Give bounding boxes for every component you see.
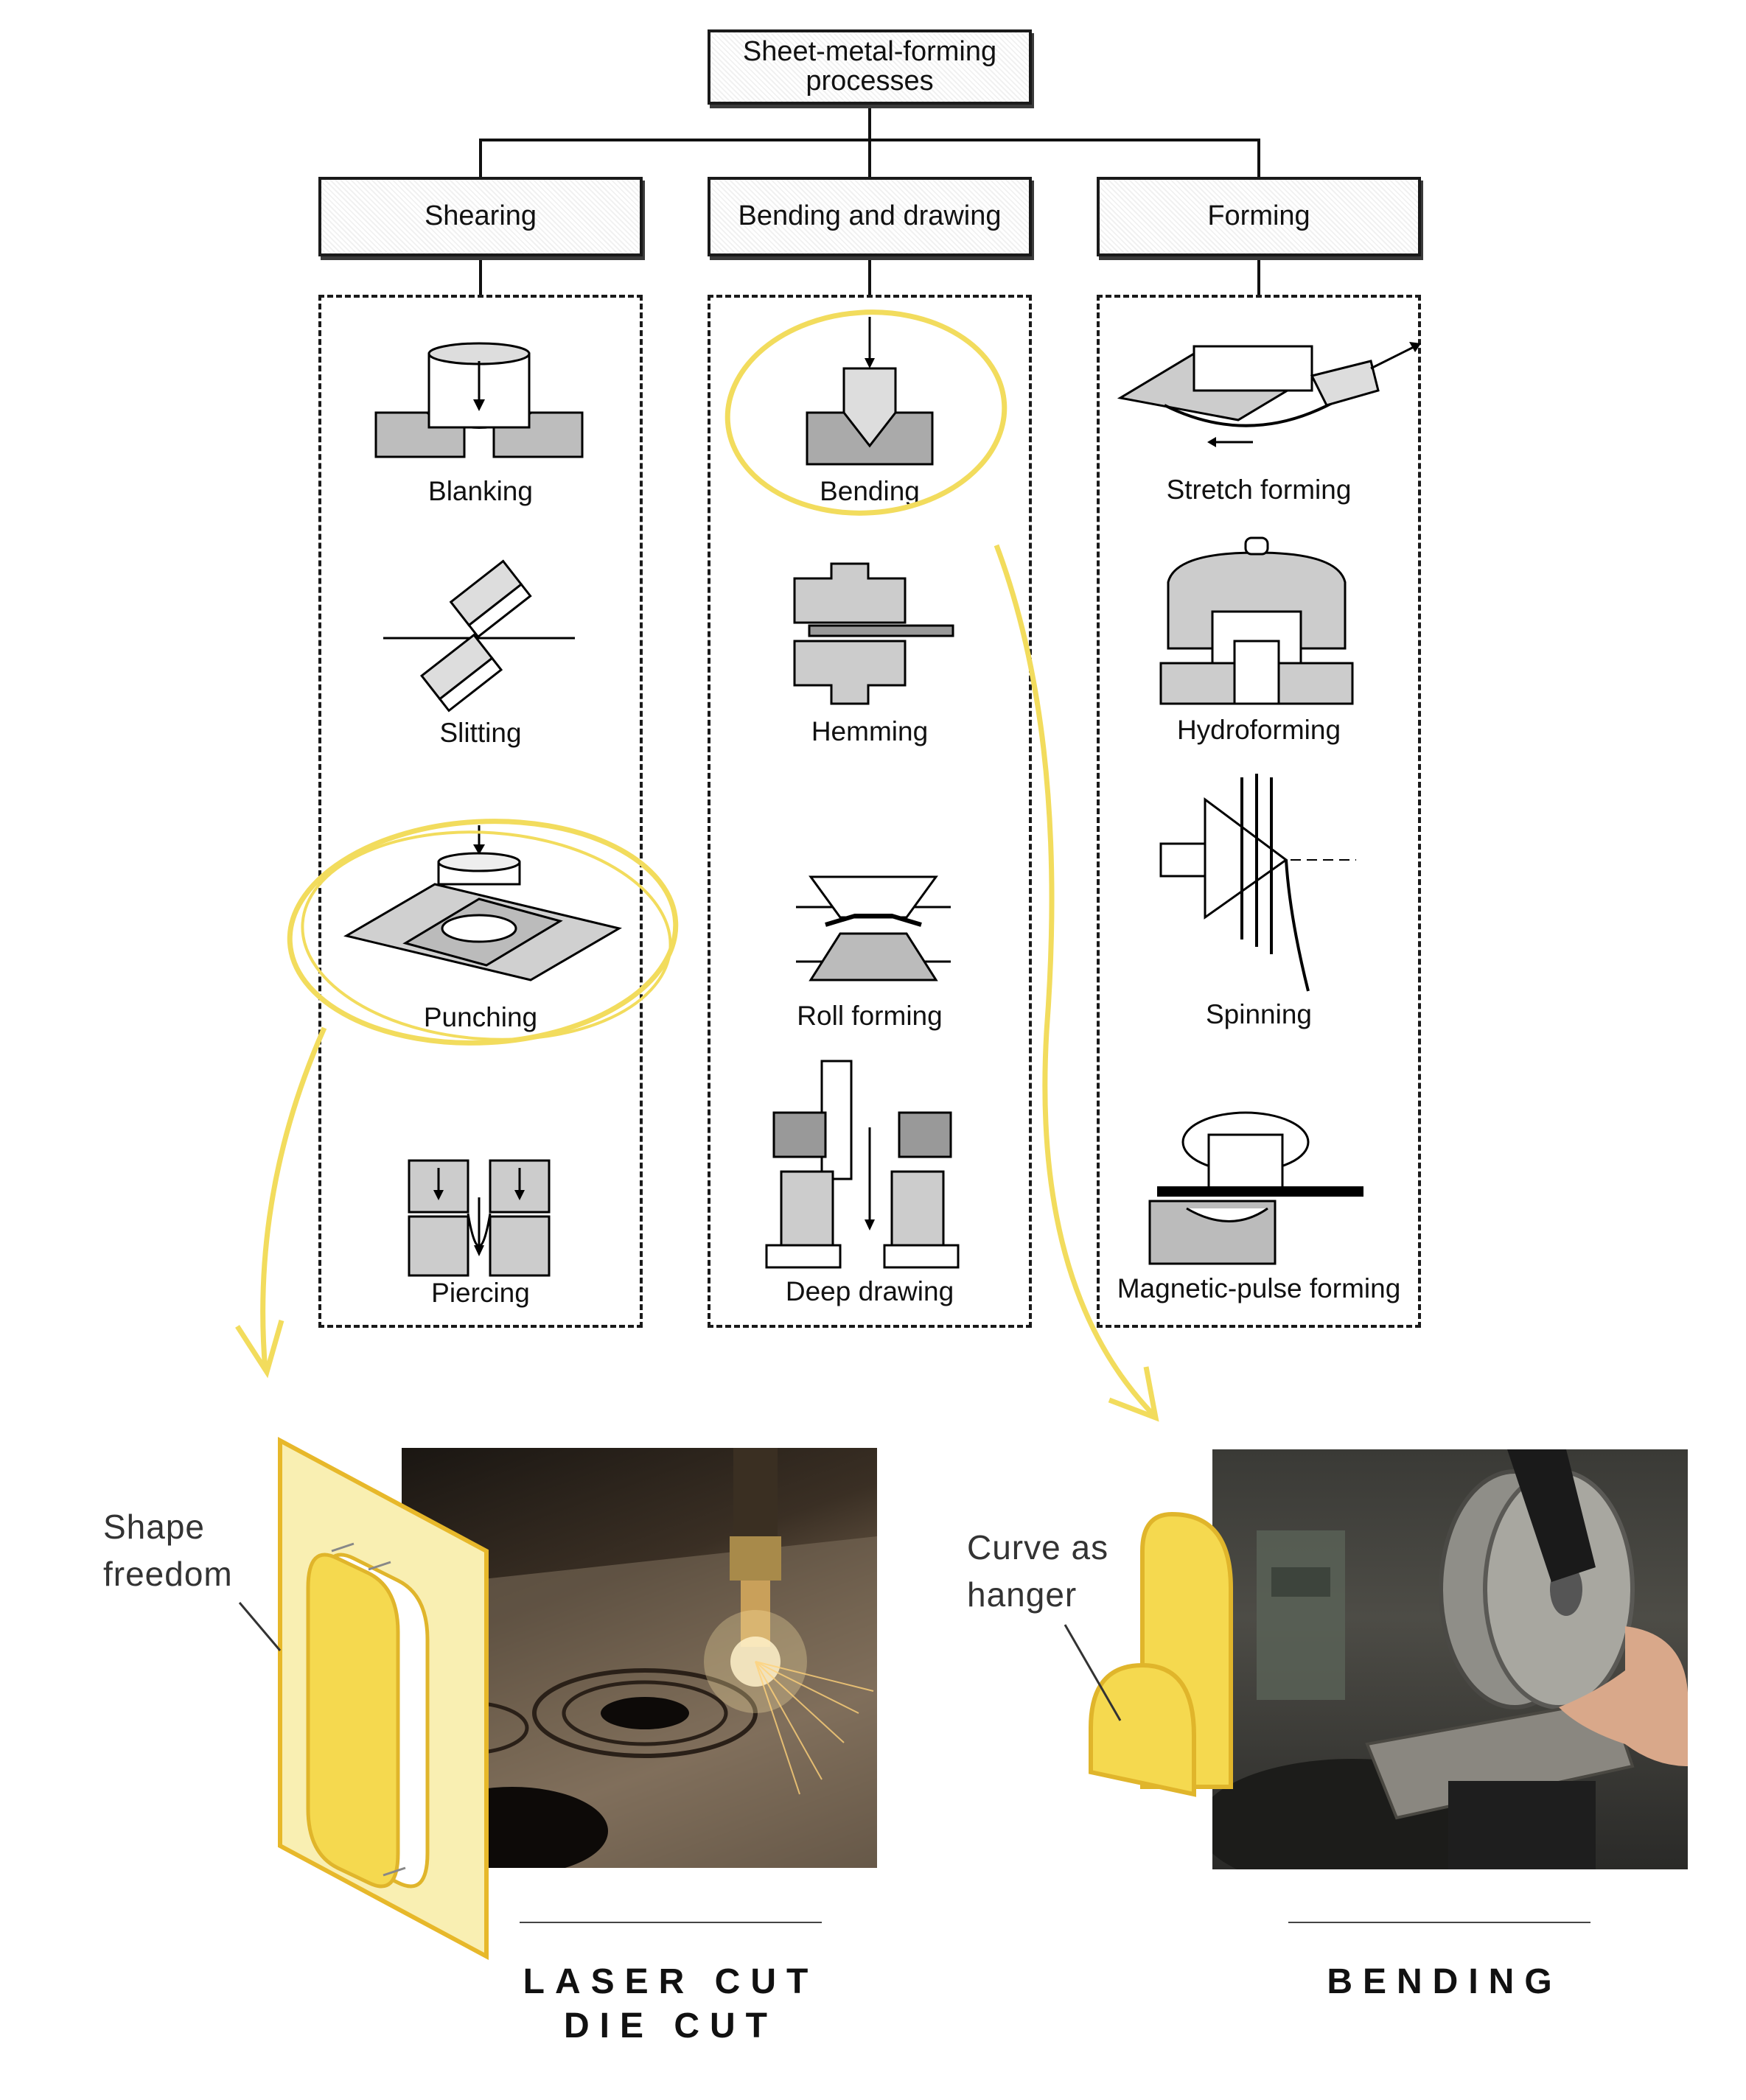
bending-photo [1212, 1449, 1688, 1869]
connector-bending-col [868, 255, 871, 296]
connector-shearing [479, 139, 482, 183]
item-label-deep-drawing: Deep drawing [785, 1276, 954, 1306]
highlight-overlay [235, 309, 1159, 1422]
deep-drawing-illustration [765, 1060, 960, 1269]
piercing-illustration [408, 1159, 551, 1277]
connector-bending [868, 139, 871, 183]
category-label-shearing: Shearing [424, 200, 537, 232]
caption-laser-cut: LASER CUT [523, 1962, 819, 2001]
punching-illustration [343, 825, 622, 981]
right-caption-rule [1288, 1922, 1590, 1923]
item-label-piercing: Piercing [431, 1278, 530, 1308]
cutout-piece [306, 1553, 400, 1889]
hemming-illustration [793, 562, 954, 705]
shearing-column [318, 295, 643, 1328]
caption-die-cut: DIE CUT [564, 2006, 778, 2045]
punching-highlight-ring [287, 819, 679, 1046]
annotation-curve-as-hanger: Curve as hanger [967, 1524, 1108, 1618]
bending-illustration [806, 317, 934, 466]
category-label-bending: Bending and drawing [738, 200, 1002, 232]
connector-shearing-col [479, 255, 482, 296]
annotation-leader-left [238, 1602, 282, 1651]
item-label-hydroforming: Hydroforming [1176, 715, 1341, 745]
root-label-line2: processes [806, 66, 934, 97]
spinning-illustration [1159, 774, 1356, 992]
connector-forming-col [1257, 255, 1260, 296]
annotation-shape-freedom-line2: freedom [103, 1555, 233, 1593]
bending-sample-drawing [1089, 1511, 1233, 1797]
caption-laser-die-cut: LASER CUT DIE CUT [479, 1960, 862, 2048]
bending-highlight-ring [724, 309, 1008, 516]
item-label-stretch-forming: Stretch forming [1166, 475, 1352, 505]
category-label-forming: Forming [1207, 200, 1310, 232]
item-label-hemming: Hemming [811, 716, 929, 746]
item-label-roll-forming: Roll forming [797, 1001, 943, 1031]
connector-root-down [868, 103, 871, 140]
caption-bending: BENDING [1253, 1960, 1636, 2004]
left-caption-rule [520, 1922, 822, 1923]
item-label-punching: Punching [423, 1002, 538, 1032]
annotation-curve-line1: Curve as [967, 1528, 1109, 1567]
category-box-bending: Bending and drawing [708, 177, 1032, 256]
connector-forming [1257, 139, 1260, 183]
root-label-line1: Sheet-metal-forming [742, 36, 997, 68]
stretch-forming-illustration [1117, 342, 1421, 447]
category-box-forming: Forming [1097, 177, 1421, 256]
blanking-illustration [374, 342, 584, 458]
caption-bending-line1: BENDING [1327, 1962, 1562, 2001]
root-box: Sheet-metal-forming processes [708, 29, 1032, 105]
category-box-shearing: Shearing [318, 177, 643, 256]
annotation-shape-freedom: Shape freedom [103, 1503, 233, 1597]
laser-cut-sample-drawing [278, 1436, 489, 1961]
forming-column [1097, 295, 1421, 1328]
annotation-leader-right [1064, 1624, 1122, 1721]
punching-highlight-ring-2 [301, 830, 672, 1041]
left-curve-arrow [260, 1026, 327, 1371]
right-arrow-head [1108, 1366, 1159, 1422]
annotation-curve-line2: hanger [967, 1575, 1078, 1614]
item-label-slitting: Slitting [439, 718, 522, 748]
roll-forming-illustration [796, 875, 951, 981]
hydroforming-illustration [1159, 536, 1354, 705]
bending-column [708, 295, 1032, 1328]
item-label-magnetic-pulse-forming: Magnetic-pulse forming [1117, 1273, 1401, 1303]
left-arrow-head [235, 1320, 284, 1379]
item-label-blanking: Blanking [428, 476, 533, 506]
annotation-shape-freedom-line1: Shape [103, 1508, 206, 1546]
hanger-curve [1089, 1662, 1196, 1797]
item-label-spinning: Spinning [1205, 999, 1312, 1029]
right-curve-arrow [994, 544, 1156, 1417]
slitting-illustration [383, 559, 575, 713]
magnetic-pulse-forming-illustration [1148, 1111, 1363, 1265]
item-label-bending: Bending [820, 476, 920, 506]
